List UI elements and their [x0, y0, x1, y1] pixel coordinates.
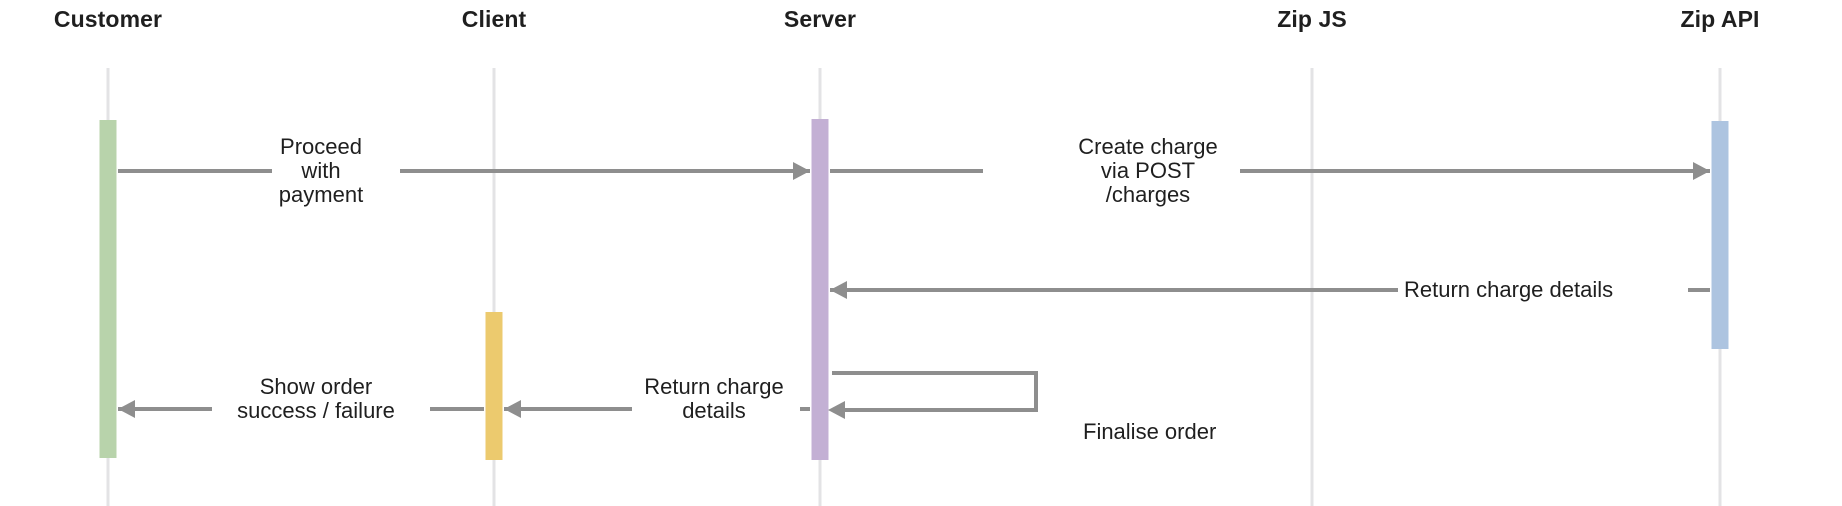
lifeline-client [492, 68, 496, 506]
activation-bar-client [485, 312, 503, 460]
message-label-m4: Finalise order [1083, 419, 1217, 444]
message-line-m6-seg1 [430, 407, 484, 411]
actor-label-server: Server [783, 6, 857, 32]
message-label-m6: Show order success / failure [237, 374, 395, 423]
self-loop-bottom-segment [844, 408, 1038, 412]
arrow-head-m3 [830, 281, 847, 299]
message-line-m2-seg0 [830, 169, 983, 173]
arrow-head-m2 [1693, 162, 1710, 180]
message-line-m1-seg0 [118, 169, 272, 173]
lifeline-zipjs [1310, 68, 1314, 506]
message-label-m5: Return charge details [644, 374, 784, 423]
arrow-head-m4 [828, 401, 845, 419]
message-line-m1-seg1 [400, 169, 810, 173]
actor-label-zipjs: Zip JS [1277, 6, 1347, 32]
message-line-m5-seg0 [504, 407, 632, 411]
activation-bar-server [811, 119, 829, 460]
message-label-m1: Proceed with payment [278, 134, 364, 207]
message-line-m5-seg1 [800, 407, 810, 411]
message-line-m3-seg0 [830, 288, 1398, 292]
activation-bar-customer [99, 120, 117, 458]
actor-label-zipapi: Zip API [1680, 6, 1760, 32]
self-loop-side-segment [1034, 371, 1038, 412]
actor-label-customer: Customer [53, 6, 163, 32]
actor-label-client: Client [461, 6, 527, 32]
arrow-head-m1 [793, 162, 810, 180]
message-label-m2: Create charge via POST /charges [1078, 134, 1218, 207]
message-line-m3-seg1 [1688, 288, 1710, 292]
arrow-head-m6 [118, 400, 135, 418]
self-loop-top-segment [832, 371, 1038, 375]
message-line-m2-seg1 [1240, 169, 1710, 173]
message-line-m6-seg0 [118, 407, 212, 411]
activation-bar-zipapi [1711, 121, 1729, 349]
message-label-m3: Return charge details [1404, 277, 1614, 302]
arrow-head-m5 [504, 400, 521, 418]
